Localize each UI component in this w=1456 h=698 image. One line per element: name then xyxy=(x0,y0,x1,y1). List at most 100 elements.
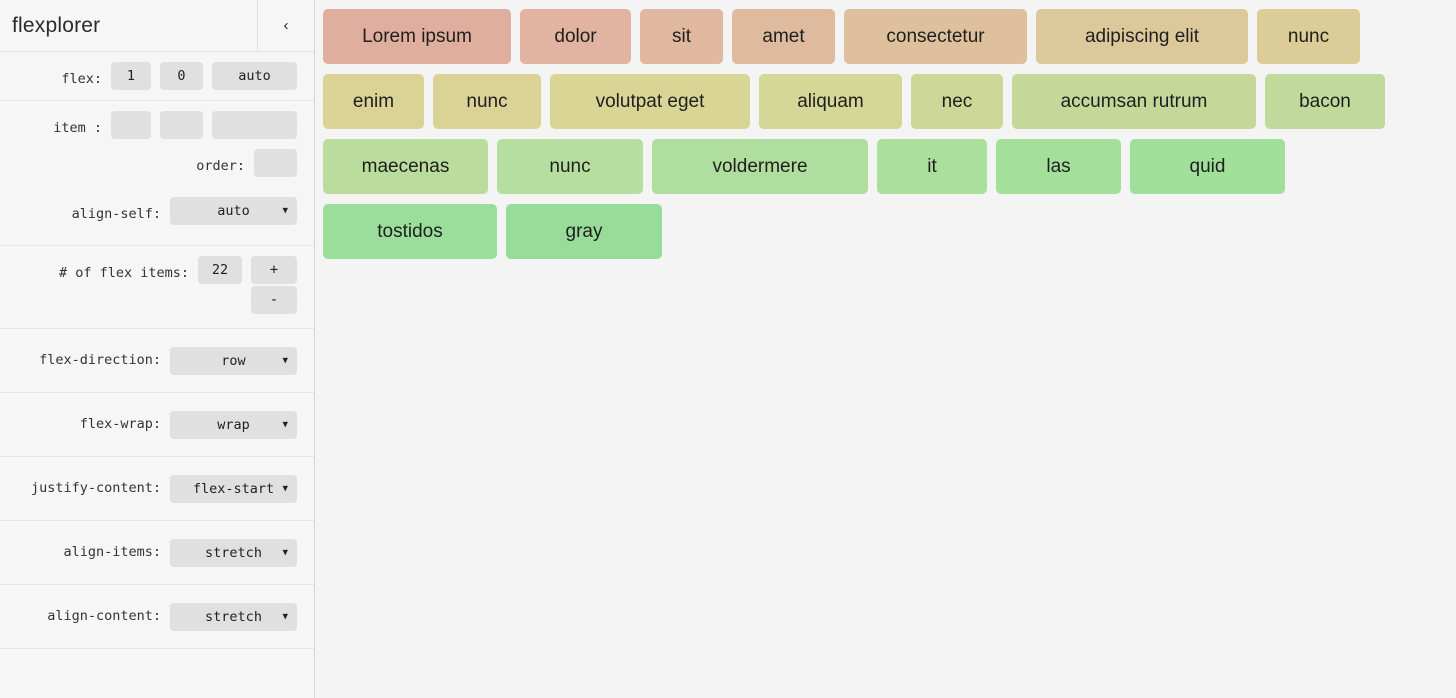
align-self-select[interactable]: autoflex-startflex-endcenterbaselinestre… xyxy=(170,197,297,225)
flex-item[interactable]: las xyxy=(996,139,1121,194)
flex-item-label: volutpat eget xyxy=(595,90,705,112)
flex-wrap-select-wrap: nowrapwrapwrap-reverse ▾ xyxy=(170,410,297,439)
order-label: order: xyxy=(196,158,245,174)
flex-item[interactable]: dolor xyxy=(520,9,631,64)
flex-items-count-label: # of flex items: xyxy=(58,265,189,281)
flex-item-label: Lorem ipsum xyxy=(362,25,472,47)
flex-item[interactable]: accumsan rutrum xyxy=(1012,74,1256,129)
flex-item[interactable]: nunc xyxy=(497,139,643,194)
flex-item[interactable]: adipiscing elit xyxy=(1036,9,1248,64)
flex-item-label: enim xyxy=(352,90,395,112)
flex-item[interactable]: nunc xyxy=(433,74,541,129)
flex-item[interactable]: voldermere xyxy=(652,139,868,194)
flex-item-label: quid xyxy=(1189,155,1226,177)
flex-item[interactable]: tostidos xyxy=(323,204,497,259)
flex-item[interactable]: aliquam xyxy=(759,74,902,129)
flex-item-label: las xyxy=(1046,155,1071,177)
flex-container-canvas: Lorem ipsum dolor sit amet consectetur adipis… xyxy=(315,0,1456,698)
chevron-left-icon[interactable]: ‹ xyxy=(257,0,314,51)
flex-direction-select-wrap: rowrow-reversecolumncolumn-reverse ▾ xyxy=(170,346,297,375)
control-row-order: order: xyxy=(0,149,314,197)
flex-item-label: amet xyxy=(762,25,805,47)
flex-item[interactable]: it xyxy=(877,139,987,194)
flex-item-label: maecenas xyxy=(361,155,450,177)
flex-item-label: aliquam xyxy=(797,90,864,112)
flex-items-count-fields: + - xyxy=(198,256,297,314)
flex-item-label: accumsan rutrum xyxy=(1060,90,1208,112)
align-items-label: align-items: xyxy=(63,543,161,560)
flex-shrink-input[interactable] xyxy=(160,62,203,90)
align-items-select[interactable]: flex-startflex-endcenterbaselinestretch xyxy=(170,538,297,567)
flex-item[interactable]: quid xyxy=(1130,139,1285,194)
align-content-select[interactable]: flex-startflex-endcenterspace-betweenspa… xyxy=(170,602,297,631)
flex-item-label: nunc xyxy=(466,90,508,112)
control-row-item: item : xyxy=(0,101,314,149)
page-title: flexplorer xyxy=(12,13,101,37)
flex-item[interactable]: volutpat eget xyxy=(550,74,750,129)
control-row-justify-content: justify-content: flex-startflex-endcente… xyxy=(0,457,314,521)
item-fields xyxy=(111,111,297,139)
control-group-item: item : order: align-self: autoflex-start… xyxy=(0,101,314,246)
align-self-fields: autoflex-startflex-endcenterbaselinestre… xyxy=(170,197,297,225)
flex-item[interactable]: sit xyxy=(640,9,723,64)
flex-item-label: sit xyxy=(672,25,691,47)
align-self-select-wrap: autoflex-startflex-endcenterbaselinestre… xyxy=(170,197,297,225)
flex-item-label: it xyxy=(927,155,937,177)
flex-item[interactable]: maecenas xyxy=(323,139,488,194)
flex-direction-select[interactable]: rowrow-reversecolumncolumn-reverse xyxy=(170,346,297,375)
control-row-flex-direction: flex-direction: rowrow-reversecolumncolu… xyxy=(0,329,314,393)
flex-fields xyxy=(111,62,297,90)
control-row-align-items: align-items: flex-startflex-endcenterbas… xyxy=(0,521,314,585)
align-items-select-wrap: flex-startflex-endcenterbaselinestretch … xyxy=(170,538,297,567)
sidebar-header: flexplorer ‹ xyxy=(0,0,314,52)
flex-grow-input[interactable] xyxy=(111,62,151,90)
flex-item-label: nunc xyxy=(1287,25,1330,47)
control-row-align-self: align-self: autoflex-startflex-endcenter… xyxy=(0,197,314,245)
flex-item-label: consectetur xyxy=(886,25,985,47)
justify-content-label: justify-content: xyxy=(30,479,161,496)
flex-wrap-fields: nowrapwrapwrap-reverse ▾ xyxy=(170,410,297,439)
item-input-3[interactable] xyxy=(212,111,297,139)
flex-item[interactable]: gray xyxy=(506,204,662,259)
flex-item-label: gray xyxy=(565,220,603,242)
flex-item-label: dolor xyxy=(554,25,597,47)
flex-item-label: tostidos xyxy=(377,220,443,242)
decrement-button[interactable]: - xyxy=(251,286,297,314)
order-input[interactable] xyxy=(254,149,297,177)
align-items-fields: flex-startflex-endcenterbaselinestretch … xyxy=(170,538,297,567)
order-fields xyxy=(254,149,297,177)
justify-content-select-wrap: flex-startflex-endcenterspace-betweenspa… xyxy=(170,474,297,503)
control-row-flex-wrap: flex-wrap: nowrapwrapwrap-reverse ▾ xyxy=(0,393,314,457)
flex-wrap-label: flex-wrap: xyxy=(79,415,161,432)
flex-item-label: nec xyxy=(941,90,973,112)
flex-items-count-input[interactable] xyxy=(198,256,242,284)
flex-item[interactable]: amet xyxy=(732,9,835,64)
sidebar: flexplorer ‹ flex: item : xyxy=(0,0,315,698)
flex-item[interactable]: nec xyxy=(911,74,1003,129)
flex-direction-fields: rowrow-reversecolumncolumn-reverse ▾ xyxy=(170,346,297,375)
flex-item[interactable]: enim xyxy=(323,74,424,129)
flex-item-label: bacon xyxy=(1299,90,1351,112)
flex-item-label: nunc xyxy=(549,155,591,177)
flex-item-label: voldermere xyxy=(712,155,808,177)
align-content-select-wrap: flex-startflex-endcenterspace-betweenspa… xyxy=(170,602,297,631)
item-input-2[interactable] xyxy=(160,111,203,139)
flex-item[interactable]: bacon xyxy=(1265,74,1385,129)
item-label: item : xyxy=(53,120,102,136)
increment-button[interactable]: + xyxy=(251,256,297,284)
flex-wrap-select[interactable]: nowrapwrapwrap-reverse xyxy=(170,410,297,439)
flex-items-stepper: + - xyxy=(251,256,297,314)
item-input-1[interactable] xyxy=(111,111,151,139)
flex-item[interactable]: consectetur xyxy=(844,9,1027,64)
align-self-label: align-self: xyxy=(71,206,161,222)
flex-item[interactable]: Lorem ipsum xyxy=(323,9,511,64)
align-content-label: align-content: xyxy=(47,607,161,624)
control-row-count: # of flex items: + - xyxy=(0,246,314,329)
flex-basis-input[interactable] xyxy=(212,62,297,90)
control-row-flex: flex: xyxy=(0,52,314,101)
flex-item[interactable]: nunc xyxy=(1257,9,1360,64)
flex-item-label: adipiscing elit xyxy=(1084,25,1200,47)
justify-content-select[interactable]: flex-startflex-endcenterspace-betweenspa… xyxy=(170,474,297,503)
align-content-fields: flex-startflex-endcenterspace-betweenspa… xyxy=(170,602,297,631)
